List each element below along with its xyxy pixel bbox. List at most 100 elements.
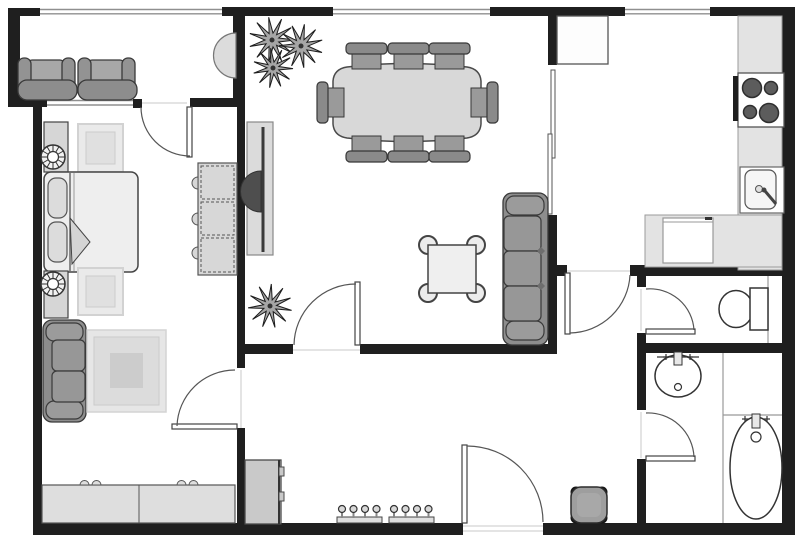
coat-rack-2-hook-4 — [424, 504, 433, 514]
coat-rack-1-hook-4 — [372, 504, 381, 514]
wall-balcony-bottom-left — [8, 98, 47, 107]
lamp-1-spokes-line — [46, 146, 51, 153]
lamp-1-spokes-line — [42, 150, 49, 155]
door-kitchen-leaf — [564, 272, 571, 335]
dining-table — [332, 62, 482, 143]
lamp-2-center — [46, 277, 60, 291]
bathroom-sink-drain — [673, 382, 683, 392]
dining-chair-left-back — [316, 81, 329, 124]
wall-living-kitchen-lower — [548, 215, 557, 354]
bedroom-rug-center — [110, 353, 143, 388]
door-kitchen-arc — [569, 274, 631, 334]
pillow-1 — [47, 177, 68, 219]
wall-kitchen-bottom-stub — [548, 265, 567, 276]
coat-rack-2-hook-3 — [412, 504, 422, 514]
dining-chair-bottom-1-back — [345, 150, 388, 163]
wall-wc-bath-divider — [637, 343, 782, 353]
door-hall-living-arc — [293, 283, 357, 346]
plant-2-center — [298, 43, 304, 49]
coat-rack-1-hook-3 — [360, 504, 370, 514]
wall-hall-top-left — [241, 344, 293, 354]
lamp-1-spokes-line — [42, 159, 49, 164]
bedside-mat-1-inner — [85, 131, 116, 165]
lamp-1-spokes-line — [55, 146, 60, 153]
wall-bottom-left — [33, 523, 463, 535]
sliding-door-panel-2 — [547, 133, 553, 215]
toilet-bowl — [718, 289, 754, 329]
dining-chair-top-2-back — [387, 42, 430, 55]
coat-rack-2-stem-2 — [404, 511, 407, 518]
plant-3-center — [270, 65, 276, 71]
plant-1-center — [269, 37, 275, 43]
lamp-2-spokes-line — [55, 273, 60, 280]
wall-top-mid-2 — [490, 7, 625, 16]
wall-balcony-bottom-right — [190, 98, 245, 107]
wardrobe-handle-1 — [191, 176, 199, 190]
coat-rack-1-stem-3 — [364, 511, 366, 518]
wall-wc-left-b — [637, 333, 646, 410]
dining-chair-bottom-2-back — [387, 150, 430, 163]
kitchen-sink-faucet-dot — [761, 187, 767, 193]
wall-top-right — [710, 7, 795, 16]
coat-rack-2-stem-3 — [416, 511, 418, 518]
wall-door-hinge-block — [133, 99, 142, 108]
sideboard-handle-1b — [91, 480, 102, 486]
living-sofa-arm-top — [505, 195, 545, 216]
wall-right-outer — [782, 7, 795, 535]
wall-hall-top-right — [360, 344, 551, 354]
pillow-2 — [47, 221, 68, 263]
wall-left-outer — [33, 100, 42, 535]
lamp-1-center — [46, 150, 60, 164]
door-hall-living-leaf — [354, 281, 361, 346]
lamp-1-spokes-line — [55, 161, 60, 168]
lamp-1-spokes — [41, 145, 65, 169]
lamp-1-spokes-line — [57, 150, 64, 155]
hall-cabinet-notch-1 — [278, 466, 285, 477]
lamp-1-spokes-line — [57, 159, 64, 164]
lamp-2-spokes-line — [57, 286, 64, 291]
living-sofa-cushion-1 — [503, 215, 542, 252]
sideboard-handle-2b — [188, 480, 199, 486]
living-sofa-cushion-3 — [503, 285, 542, 322]
wall-top-mid-1 — [222, 7, 333, 16]
blanket-fold — [69, 216, 91, 266]
door-entry-arc — [466, 445, 544, 523]
bedroom-sofa-cushion-2 — [51, 370, 86, 403]
balcony-armchair-1-back — [17, 79, 78, 101]
coat-rack-2-hook-2 — [401, 504, 410, 514]
door-bath-leaf — [645, 455, 696, 462]
lamp-2-spokes-line — [46, 273, 51, 280]
lamp-2-spokes-line — [46, 288, 51, 295]
bedroom-sofa-arm-top — [45, 322, 84, 342]
kitchen-sink-drain — [755, 185, 763, 193]
living-sofa-arm-bottom — [505, 320, 545, 341]
dining-chair-right-back — [486, 81, 499, 124]
coat-rack-2-hook-1 — [389, 504, 399, 514]
bedroom-sofa-cushion-1 — [51, 339, 86, 372]
wall-balcony-left — [8, 8, 20, 107]
coat-rack-1-bar — [336, 516, 383, 524]
plant-4-center — [267, 303, 273, 309]
coat-rack-1-hook-2 — [349, 504, 358, 514]
dining-chair-top-1-back — [345, 42, 388, 55]
coat-rack-2-bar — [388, 516, 435, 524]
stove-burner-2 — [763, 80, 779, 96]
door-bedroom-hall-leaf — [171, 423, 238, 430]
living-sofa-seam-1 — [537, 247, 545, 255]
wall-living-kitchen-upper — [548, 16, 557, 65]
sliding-door-panel-1 — [550, 69, 556, 159]
living-sofa-seam-2 — [537, 282, 545, 290]
dishwasher — [662, 217, 714, 264]
door-entry-leaf — [461, 444, 468, 524]
coat-rack-1-hook-1 — [337, 504, 347, 514]
lamp-2-spokes-line — [42, 277, 49, 282]
wall-shelf-half-round — [212, 32, 237, 79]
toilet-tank — [749, 287, 769, 331]
door-wc-leaf — [645, 328, 696, 335]
tv-mount — [240, 170, 262, 213]
bathroom-sink-faucet — [673, 351, 683, 366]
balcony-armchair-2-back — [77, 79, 138, 101]
wall-wc-left-a — [637, 276, 646, 287]
wall-bedroom-hall-lower — [237, 428, 245, 528]
